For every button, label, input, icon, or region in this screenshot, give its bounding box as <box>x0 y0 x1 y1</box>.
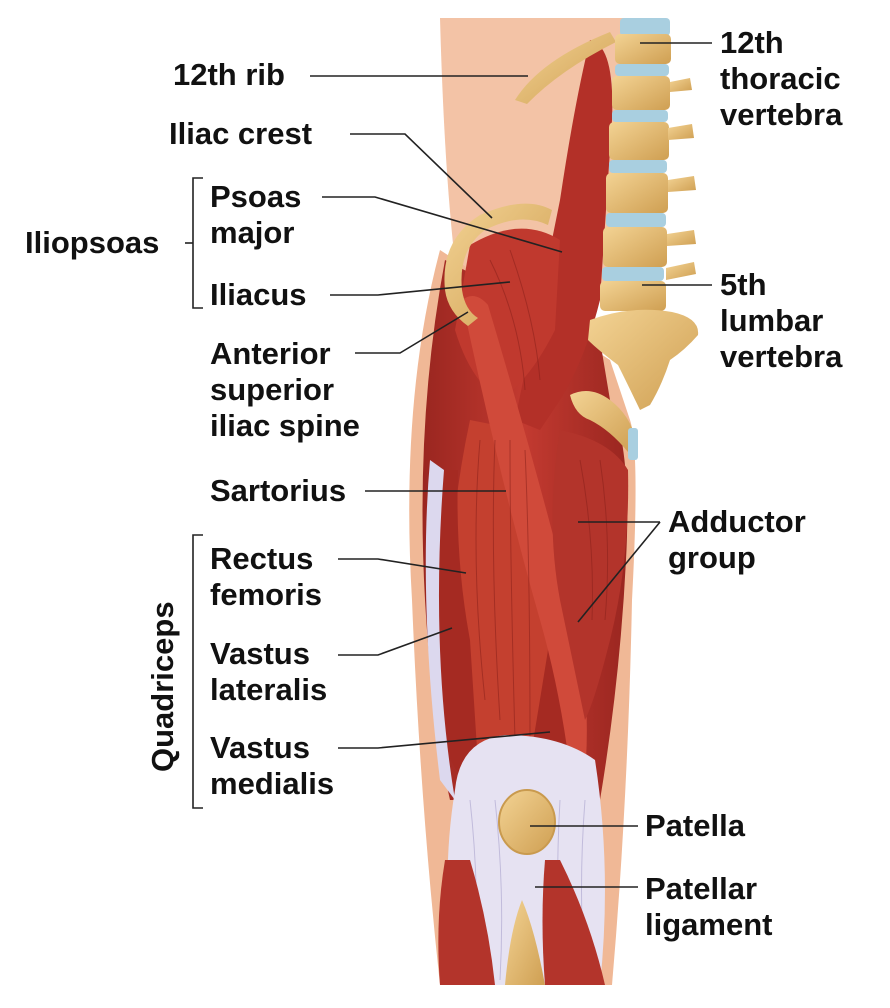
adductor-muscle <box>552 430 629 720</box>
pubic-bone <box>570 391 636 452</box>
iliac-crest-bone <box>444 203 552 326</box>
pubic-disc <box>628 428 638 460</box>
label-patella: Patella <box>645 808 745 843</box>
label-sartorius: Sartorius <box>210 473 347 508</box>
tibia-bone <box>505 900 545 985</box>
iliotibial-fascia <box>425 460 455 800</box>
label-iliac-crest: Iliac crest <box>169 116 313 151</box>
label-psoas-major: Psoas major <box>210 179 302 250</box>
label-anterior-superior-iliac-spine: Anterior superior iliac spine <box>210 336 360 443</box>
label-12th-rib: 12th rib <box>173 57 285 92</box>
label-patellar-ligament: Patellar ligament <box>645 871 773 942</box>
label-12th-thoracic-vertebra: 12th thoracic vertebra <box>720 25 843 132</box>
lower-leg-muscle-left <box>438 860 495 985</box>
vertebral-column <box>600 18 696 311</box>
rib-12-bone <box>515 32 616 104</box>
sartorius-muscle <box>462 296 587 770</box>
label-vastus-medialis: Vastus medialis <box>210 730 335 801</box>
brackets <box>185 177 203 809</box>
muscle-fibres <box>475 249 609 741</box>
label-iliacus: Iliacus <box>210 277 307 312</box>
sacrum-bone <box>588 309 699 410</box>
patella-bone <box>498 789 556 855</box>
leader-lines <box>310 42 712 888</box>
label-adductor-group: Adductor group <box>668 504 806 575</box>
label-vastus-lateralis: Vastus lateralis <box>210 636 328 707</box>
lower-leg-muscle-right <box>542 860 605 985</box>
label-quadriceps: Quadriceps <box>145 601 180 772</box>
label-iliopsoas: Iliopsoas <box>25 225 160 260</box>
label-5th-lumbar-vertebra: 5th lumbar vertebra <box>720 267 843 374</box>
label-rectus-femoris: Rectus femoris <box>210 541 322 612</box>
